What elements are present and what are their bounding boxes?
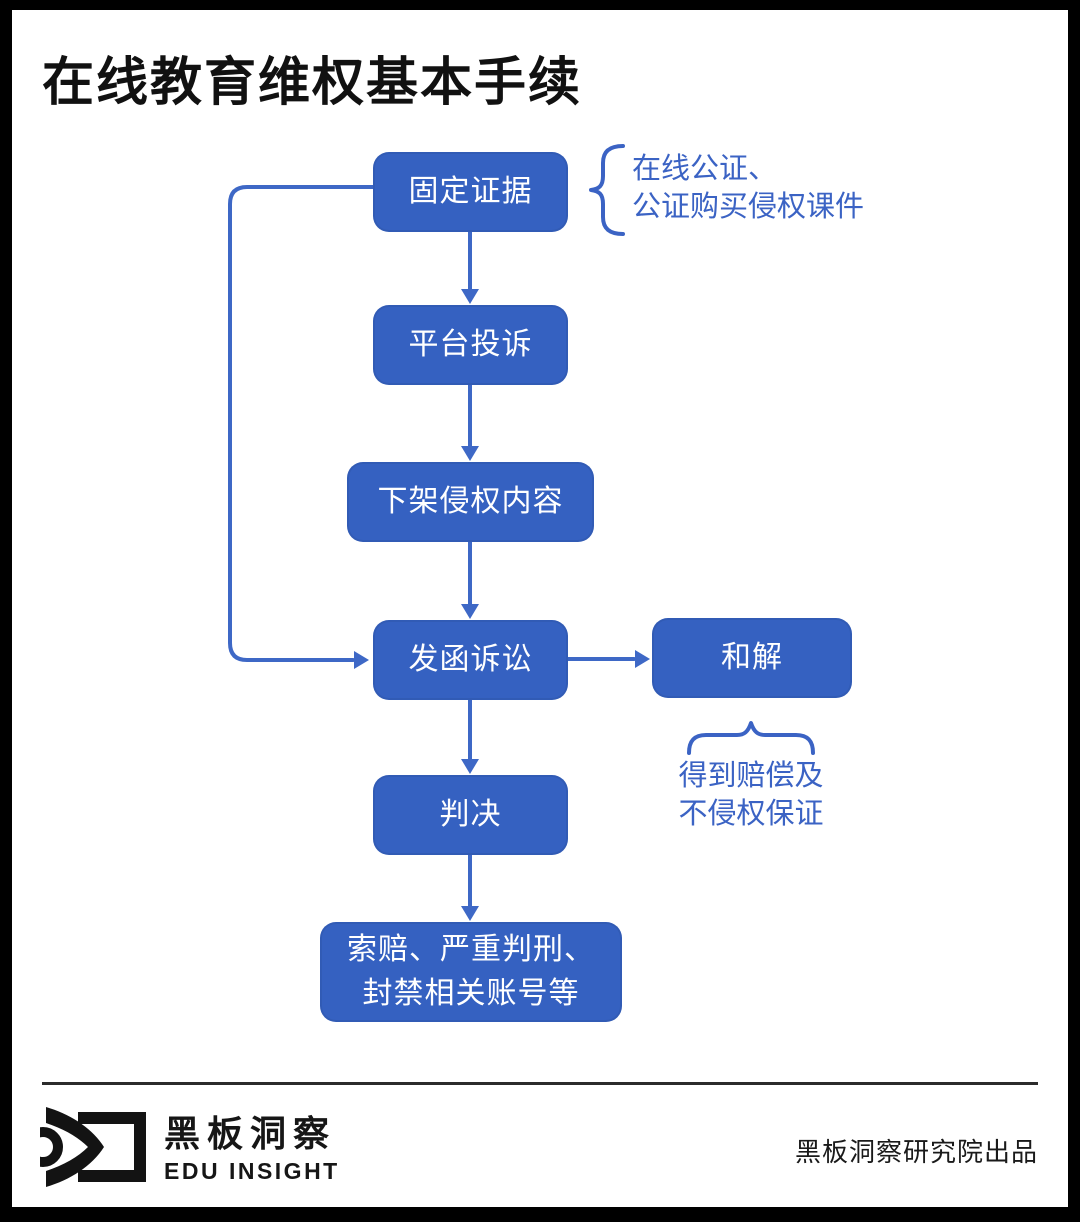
arrow-send-letter-to-settlement — [566, 650, 650, 668]
brand-name-en: EDU INSIGHT — [164, 1158, 340, 1184]
evidence-note-line1: 在线公证、 — [632, 153, 778, 185]
flow-node-platform-complaint: 平台投诉 — [373, 305, 568, 385]
flow-node-send-letter-litigation: 发函诉讼 — [373, 620, 568, 700]
flow-node-fix-evidence: 固定证据 — [373, 152, 568, 232]
footer-divider — [42, 1082, 1038, 1085]
flow-node-remove-infringing-content: 下架侵权内容 — [347, 462, 594, 542]
arrow-fix-evidence-to-platform-complaint — [461, 230, 479, 304]
settlement-note: 得到赔偿及 不侵权保证 — [660, 757, 842, 833]
evidence-note-line2: 公证购买侵权课件 — [632, 191, 865, 223]
arrow-judgment-to-penalties — [461, 853, 479, 921]
footer-credit: 黑板洞察研究院出品 — [794, 1137, 1038, 1167]
flow-node-judgment: 判决 — [373, 775, 568, 855]
settlement-note-line1: 得到赔偿及 — [678, 760, 824, 792]
settlement-note-brace — [687, 721, 815, 755]
flow-node-label: 和解 — [721, 641, 783, 674]
flow-node-label: 平台投诉 — [408, 328, 533, 361]
flow-node-label: 判决 — [439, 798, 502, 831]
brand-name-cn: 黑板洞察 — [164, 1113, 337, 1154]
page-title: 在线教育维权基本手续 — [42, 54, 583, 112]
flow-node-penalties: 索赔、严重判刑、 封禁相关账号等 — [320, 922, 622, 1022]
arrow-platform-complaint-to-remove-content — [461, 383, 479, 461]
flow-node-label: 固定证据 — [408, 175, 533, 208]
flow-node-label: 发函诉讼 — [408, 643, 533, 676]
flow-node-settlement: 和解 — [652, 618, 852, 698]
arrow-remove-content-to-send-letter — [461, 540, 479, 619]
brand-block: 黑板洞察 EDU INSIGHT — [164, 1112, 340, 1184]
arrow-fix-evidence-bypass-to-send-letter — [228, 185, 375, 669]
arrow-send-letter-to-judgment — [461, 698, 479, 774]
flow-node-label-line1: 索赔、严重判刑、 — [347, 933, 595, 966]
edu-insight-logo-icon — [40, 1107, 146, 1187]
settlement-note-line2: 不侵权保证 — [678, 798, 824, 830]
flow-node-label: 下架侵权内容 — [377, 485, 564, 518]
evidence-note-brace — [589, 144, 625, 236]
flow-node-label-line2: 封禁相关账号等 — [362, 977, 580, 1010]
evidence-note: 在线公证、 公证购买侵权课件 — [632, 150, 864, 226]
